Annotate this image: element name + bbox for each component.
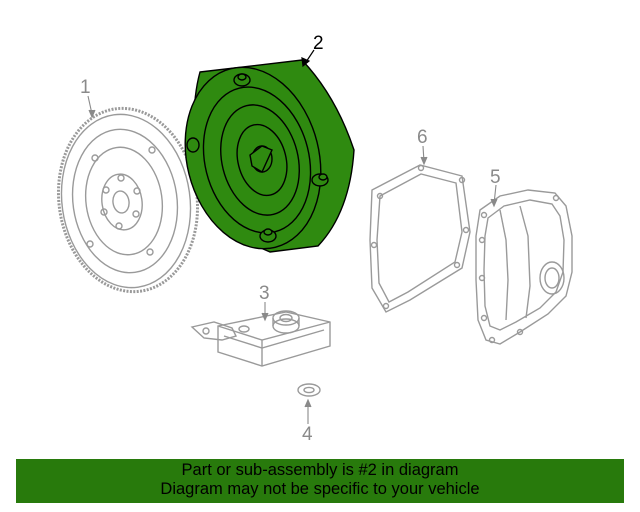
banner-line-2: Diagram may not be specific to your vehi… (160, 480, 480, 498)
callout-5[interactable]: 5 (490, 167, 501, 188)
part-1-flywheel[interactable] (47, 99, 209, 300)
callout-leaders (87, 95, 498, 424)
part-6-pan-gasket[interactable] (369, 164, 471, 313)
callout-6[interactable]: 6 (417, 127, 428, 148)
callout-leader-2 (301, 49, 315, 68)
banner-line-1: Part or sub-assembly is #2 in diagram (181, 461, 459, 479)
part-4-seal[interactable] (297, 383, 321, 397)
part-2-torque-converter[interactable] (167, 53, 355, 263)
callout-4[interactable]: 4 (302, 424, 313, 445)
converter-studs (186, 73, 329, 243)
part-3-filter[interactable] (190, 310, 331, 367)
callout-2[interactable]: 2 (313, 33, 324, 54)
part-5-side-cover[interactable] (475, 189, 573, 345)
callout-1[interactable]: 1 (80, 77, 91, 98)
callout-3[interactable]: 3 (259, 283, 270, 304)
diagram-notice-banner: Part or sub-assembly is #2 in diagram Di… (16, 459, 624, 503)
